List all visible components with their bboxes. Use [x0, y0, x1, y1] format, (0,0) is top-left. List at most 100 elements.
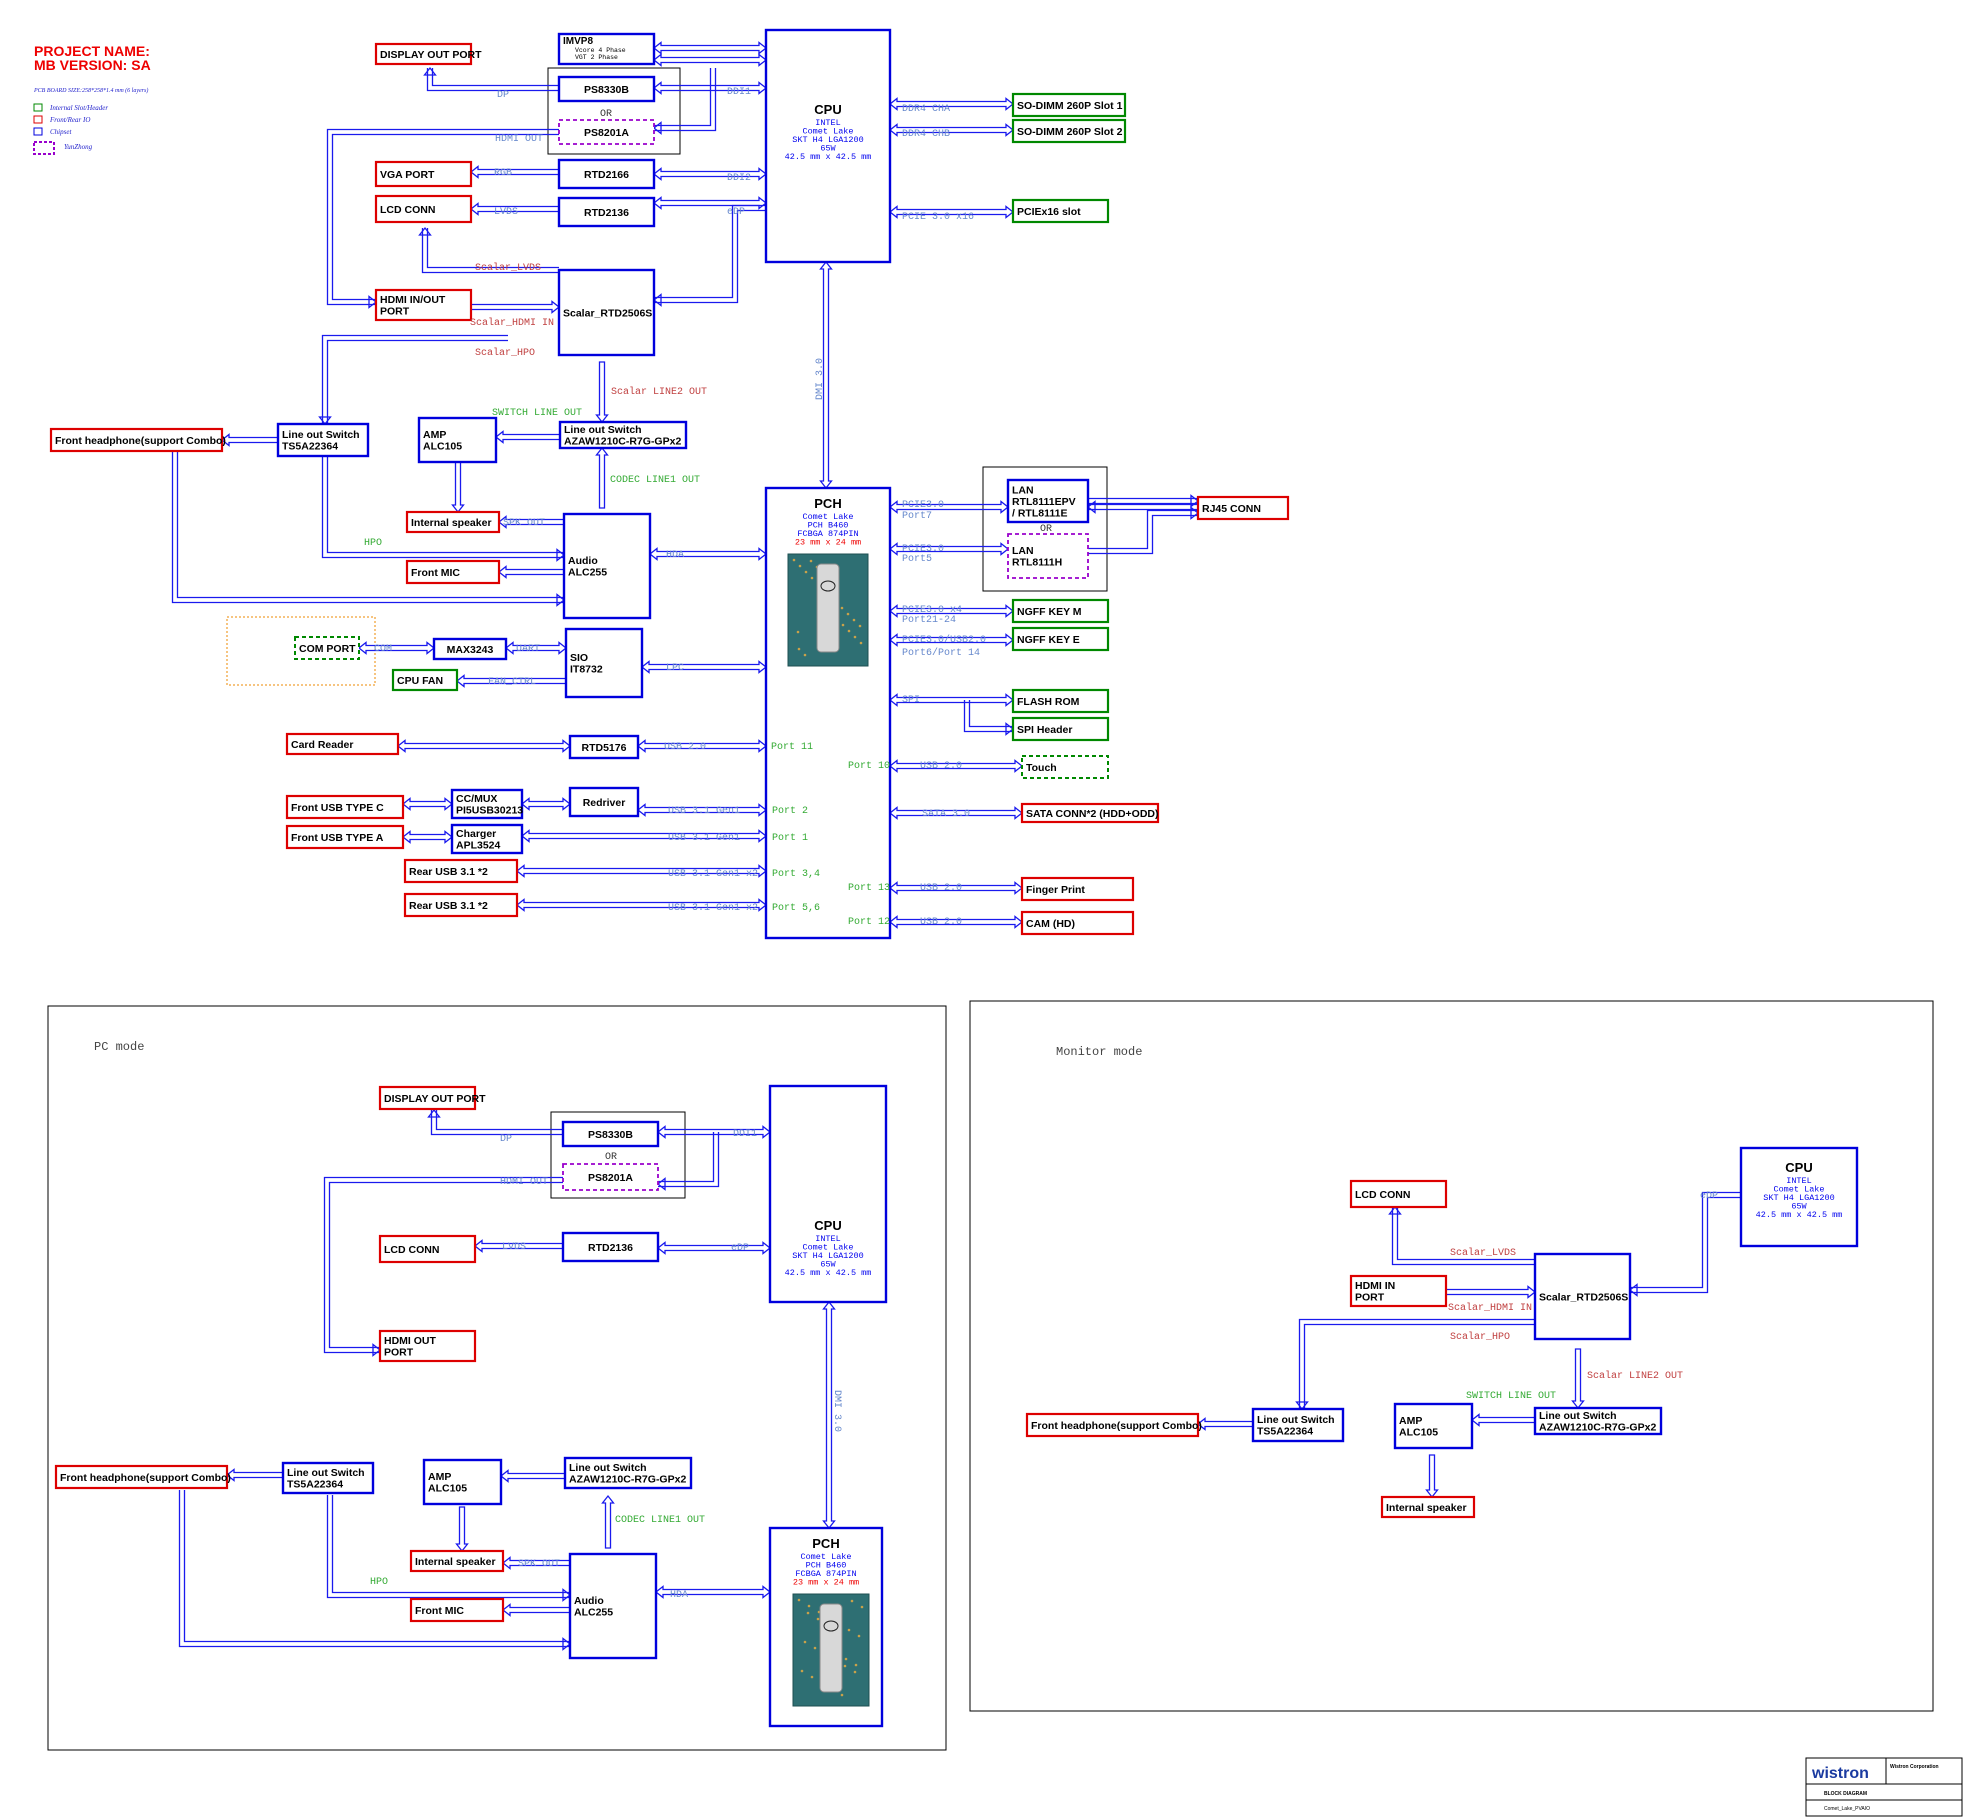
- signal-label: USB 3.1 Gen1: [668, 833, 740, 844]
- block-label: RTD2166: [584, 169, 629, 181]
- legend-item: Front/Rear IO: [33, 115, 90, 124]
- block-label: SO-DIMM 260P Slot 2: [1017, 126, 1123, 138]
- block-subtext: PCH B460: [806, 1561, 847, 1571]
- block-pc_mode-blocks-4: RTD2136: [561, 1231, 660, 1263]
- bus-arrow: [595, 446, 609, 509]
- signal-label: Scalar_HPO: [475, 347, 535, 359]
- signal-label: Port 11: [771, 742, 813, 753]
- bus-arrow: [520, 829, 768, 843]
- block-rear-usb-1: Rear USB 3.1 *2: [403, 858, 519, 884]
- block-subtext: FCBGA 874PIN: [795, 1569, 856, 1579]
- block-pc_mode-blocks-13: Front MIC: [409, 1597, 505, 1623]
- signal-label: LPC: [666, 663, 684, 674]
- block-label: LCD CONN: [380, 204, 435, 216]
- bus-arrow: [652, 167, 768, 181]
- bus-arrow: [652, 196, 768, 210]
- block-rear-usb-2: Rear USB 3.1 *2: [403, 892, 519, 918]
- routed-bus: [321, 456, 566, 562]
- block-label: Scalar_RTD2506S: [1539, 1291, 1628, 1303]
- block-label: RTD2136: [588, 1242, 633, 1254]
- routed-bus: [178, 1490, 572, 1651]
- routed-bus: [712, 1132, 720, 1176]
- signal-label: PCIE3.0 x4: [902, 605, 962, 616]
- block-label: / RTL8111E: [1012, 507, 1067, 519]
- bus-arrow: [494, 430, 561, 444]
- block-label: RTD2136: [584, 207, 629, 219]
- signal-label: Scalar_HPO: [1450, 1331, 1510, 1343]
- signal-label: LVDS: [502, 1242, 526, 1253]
- signal-label: SPK OUT: [518, 1559, 560, 1570]
- routed-bus: [326, 128, 559, 309]
- block-label: Front MIC: [415, 1605, 464, 1617]
- signal-label: USB 2.0: [920, 917, 962, 928]
- routed-bus: [323, 1176, 563, 1357]
- signal-label: DDR4 CHA: [902, 104, 950, 115]
- bus-arrow: [888, 881, 1024, 895]
- bus-arrow: [652, 41, 768, 55]
- block-flash-rom: FLASH ROM: [1011, 688, 1110, 714]
- block-label: CPU FAN: [397, 675, 443, 687]
- block-label: PS8201A: [588, 1172, 633, 1184]
- block-label: Front headphone(support Combo): [55, 435, 226, 447]
- block-label: LAN: [1012, 545, 1034, 557]
- signal-label: USB 2.0: [920, 883, 962, 894]
- pch-chip-image: [787, 553, 869, 667]
- routed-bus: [1295, 1318, 1535, 1411]
- block-label: PS8330B: [588, 1129, 633, 1141]
- legend-item: Chipset: [33, 127, 72, 136]
- block-label: AZAW1210C-R7G-GPx2: [569, 1474, 686, 1486]
- legend-label: Front/Rear IO: [49, 116, 90, 124]
- signal-label: HPO: [364, 538, 382, 549]
- block-label: Rear USB 3.1 *2: [409, 866, 488, 878]
- block-subtext: 42.5 mm x 42.5 mm: [785, 152, 872, 162]
- signal-label: OR: [605, 1152, 617, 1163]
- block-subtext: SKT H4 LGA1200: [792, 1251, 863, 1261]
- block-label: Front headphone(support Combo): [1031, 1420, 1202, 1432]
- signal-label: COM: [374, 644, 392, 655]
- block-label: Line out Switch: [564, 424, 642, 436]
- company-logo: wistron: [1811, 1765, 1869, 1782]
- block-label: AMP: [423, 429, 446, 441]
- block-pc_mode-blocks-1: PS8330B: [561, 1120, 660, 1148]
- block-touch: Touch: [1021, 755, 1109, 779]
- block-label: TS5A22364: [1257, 1426, 1313, 1438]
- block-rtd5176: RTD5176: [568, 734, 640, 760]
- signal-label: Scalar_HDMI IN: [470, 317, 554, 329]
- block-internal-speaker: Internal speaker: [405, 510, 501, 534]
- block-subtext: INTEL: [815, 118, 841, 128]
- block-label: Card Reader: [291, 739, 353, 751]
- routed-bus: [427, 1108, 563, 1136]
- block-label: PI5USB30213: [456, 805, 523, 817]
- block-label: PS8330B: [584, 84, 629, 96]
- signal-label: PCIE 3.0 x16: [902, 212, 974, 223]
- signal-label: HDMI OUT: [500, 1177, 548, 1188]
- bus-arrow: [640, 660, 768, 674]
- block-subtext: SKT H4 LGA1200: [1763, 1193, 1834, 1203]
- signal-label: DP: [497, 90, 509, 101]
- signal-label: HPO: [370, 1577, 388, 1588]
- block-label: Finger Print: [1026, 884, 1085, 896]
- block-label: VGA PORT: [380, 169, 435, 181]
- signal-label: SATA 3.0: [922, 809, 970, 820]
- block-monitor_mode-blocks-2: Scalar_RTD2506S: [1533, 1252, 1632, 1341]
- block-label: Touch: [1026, 762, 1057, 774]
- block-card-reader: Card Reader: [285, 732, 400, 756]
- block-max3243: MAX3243: [432, 637, 508, 661]
- routed-bus: [318, 334, 508, 426]
- block-label: AZAW1210C-R7G-GPx2: [1539, 1422, 1656, 1434]
- block-label: SO-DIMM 260P Slot 1: [1017, 100, 1123, 112]
- signal-label: Scalar LINE2 OUT: [1587, 1370, 1683, 1382]
- project-header: PROJECT NAME: MB VERSION: SA PCB BOARD S…: [34, 44, 214, 94]
- signal-label: USB 2.0: [664, 742, 706, 753]
- block-monitor_mode-blocks-0: LCD CONN: [1349, 1179, 1448, 1209]
- block-label: ALC255: [574, 1607, 613, 1619]
